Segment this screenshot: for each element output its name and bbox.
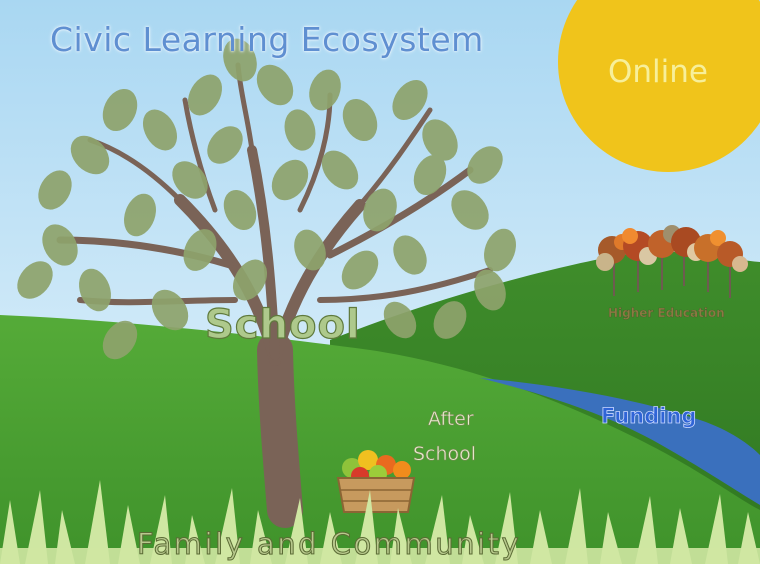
- sun-icon: [558, 0, 760, 172]
- tree-label: School: [204, 301, 361, 348]
- river-icon: [480, 378, 760, 505]
- after-school-label-line2: School: [413, 443, 477, 466]
- river-label: Funding: [601, 404, 697, 429]
- orchard-icon: [596, 225, 748, 298]
- sun-label: Online: [608, 54, 708, 90]
- fruit-basket-icon: [336, 450, 416, 513]
- after-school-label-line1: After: [428, 408, 474, 431]
- diagram-title: Civic Learning Ecosystem: [50, 20, 484, 59]
- tree-icon: [17, 38, 516, 528]
- front-hill: [0, 315, 760, 564]
- orchard-label: Higher Education: [608, 306, 725, 320]
- ground-label: Family and Community: [136, 527, 522, 562]
